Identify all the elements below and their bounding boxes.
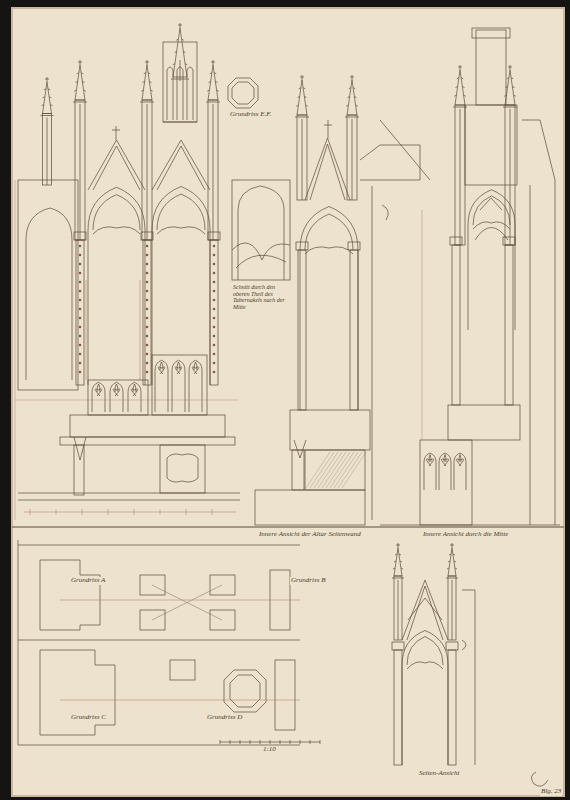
drawing-label: Seiten-Ansicht bbox=[418, 770, 460, 778]
drawing-label: Innere Ansicht durch die Mitte bbox=[422, 531, 509, 539]
drawing-label: Grundriss D bbox=[206, 714, 243, 722]
drawing-label: Grundriss A bbox=[70, 577, 106, 585]
drawing-label: Blg. 23 bbox=[540, 788, 562, 796]
drawing-label: Grundriss B bbox=[290, 577, 326, 585]
drawing-label: Grundriss C bbox=[70, 714, 107, 722]
drawing-label: Schnitt durch den oberen Theil des Taber… bbox=[232, 284, 294, 310]
drawing-label: Grundriss E.F. bbox=[229, 111, 272, 119]
drawing-label: Innere Ansicht der Altar Seitenwand bbox=[258, 531, 362, 539]
drawing-label: 1:10 bbox=[262, 746, 277, 754]
